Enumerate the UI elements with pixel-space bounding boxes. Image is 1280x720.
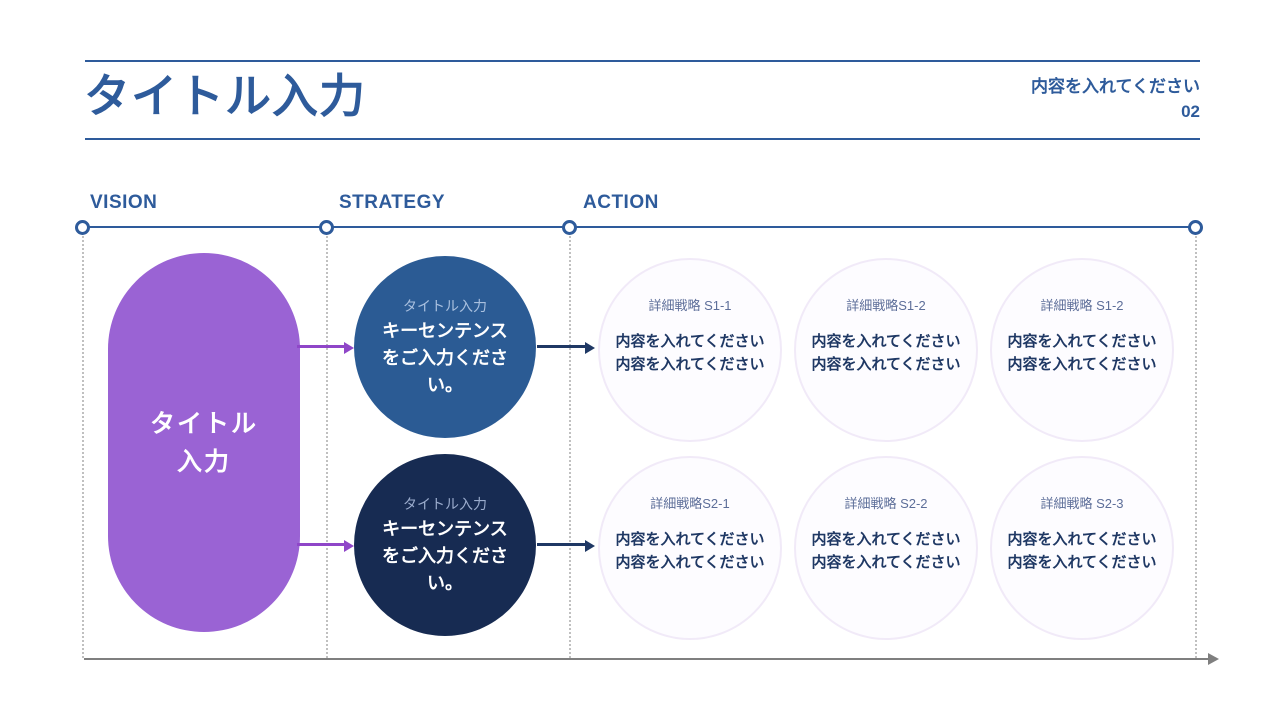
header-note: 内容を入れてください 02 bbox=[1031, 74, 1200, 124]
header-top-rule bbox=[85, 60, 1200, 62]
strategy-circle-label: タイトル入力 bbox=[403, 495, 487, 512]
action-circle-line: 内容を入れてください bbox=[615, 355, 765, 373]
column-header-action: ACTION bbox=[583, 192, 659, 213]
arrow-strategy-to-action-1 bbox=[537, 345, 585, 348]
column-header-strategy: STRATEGY bbox=[339, 192, 446, 213]
baseline-arrow bbox=[84, 658, 1209, 660]
action-circle-s1-1: 詳細戦略 S1-1 内容を入れてください 内容を入れてください bbox=[598, 258, 782, 442]
action-circle-line: 内容を入れてください bbox=[615, 553, 765, 571]
arrow-strategy-to-action-2 bbox=[537, 543, 585, 546]
action-circle-line: 内容を入れてください bbox=[615, 530, 765, 548]
arrow-vision-to-strategy-1 bbox=[297, 345, 344, 348]
column-guide-line bbox=[326, 236, 328, 658]
action-circle-s2-2: 詳細戦略 S2-2 内容を入れてください 内容を入れてください bbox=[794, 456, 978, 640]
action-circle-line: 内容を入れてください bbox=[615, 332, 765, 350]
strategy-circle-text: キーセンテンスをご入力ください。 bbox=[382, 518, 508, 593]
timeline-node bbox=[1188, 220, 1203, 235]
strategy-circle-2: タイトル入力 キーセンテンスをご入力ください。 bbox=[354, 454, 536, 636]
action-circle-line: 内容を入れてください bbox=[1007, 355, 1157, 373]
action-circle-label: 詳細戦略S1-2 bbox=[846, 297, 926, 313]
column-guide-line bbox=[569, 236, 571, 658]
action-circle-label: 詳細戦略S2-1 bbox=[650, 495, 730, 511]
strategy-circle-text: キーセンテンスをご入力ください。 bbox=[382, 320, 508, 395]
timeline-node bbox=[562, 220, 577, 235]
action-circle-line: 内容を入れてください bbox=[1007, 332, 1157, 350]
timeline-node bbox=[319, 220, 334, 235]
action-circle-line: 内容を入れてください bbox=[811, 355, 961, 373]
strategy-circle-label: タイトル入力 bbox=[403, 297, 487, 314]
action-circle-line: 内容を入れてください bbox=[1007, 530, 1157, 548]
timeline-node bbox=[75, 220, 90, 235]
arrowhead-icon bbox=[585, 342, 595, 354]
action-circle-label: 詳細戦略 S2-2 bbox=[844, 495, 928, 511]
strategy-circle-1: タイトル入力 キーセンテンスをご入力ください。 bbox=[354, 256, 536, 438]
timeline-line bbox=[83, 226, 1196, 228]
action-circle-label: 詳細戦略 S1-1 bbox=[648, 297, 732, 313]
arrowhead-icon bbox=[344, 540, 354, 552]
action-circle-line: 内容を入れてください bbox=[1007, 553, 1157, 571]
arrowhead-icon bbox=[585, 540, 595, 552]
vision-capsule: タイトル 入力 bbox=[108, 253, 300, 632]
action-circle-s1-2a: 詳細戦略S1-2 内容を入れてください 内容を入れてください bbox=[794, 258, 978, 442]
action-circle-line: 内容を入れてください bbox=[811, 553, 961, 571]
slide-title: タイトル入力 bbox=[84, 70, 366, 122]
action-circle-line: 内容を入れてください bbox=[811, 332, 961, 350]
baseline-arrowhead-icon bbox=[1208, 653, 1219, 665]
action-circle-s2-3: 詳細戦略 S2-3 内容を入れてください 内容を入れてください bbox=[990, 456, 1174, 640]
action-circle-s1-2b: 詳細戦略 S1-2 内容を入れてください 内容を入れてください bbox=[990, 258, 1174, 442]
action-circle-s2-1: 詳細戦略S2-1 内容を入れてください 内容を入れてください bbox=[598, 456, 782, 640]
column-guide-line bbox=[82, 236, 84, 658]
column-header-vision: VISION bbox=[90, 192, 158, 213]
vision-capsule-text: タイトル 入力 bbox=[149, 409, 258, 476]
action-circle-line: 内容を入れてください bbox=[811, 530, 961, 548]
action-circle-label: 詳細戦略 S2-3 bbox=[1040, 495, 1124, 511]
header-bottom-rule bbox=[85, 138, 1200, 140]
arrowhead-icon bbox=[344, 342, 354, 354]
page-number: 02 bbox=[1181, 102, 1200, 121]
arrow-vision-to-strategy-2 bbox=[297, 543, 344, 546]
column-guide-line bbox=[1195, 236, 1197, 658]
header-note-text: 内容を入れてください bbox=[1031, 77, 1200, 96]
action-circle-label: 詳細戦略 S1-2 bbox=[1040, 297, 1124, 313]
